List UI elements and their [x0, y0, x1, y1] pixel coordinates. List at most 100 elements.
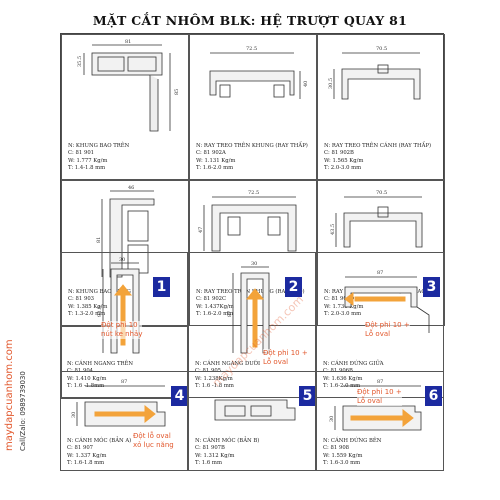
profile-thickness: T: 1.4-1.8 mm	[68, 165, 106, 172]
dimension-label: 72.5	[246, 46, 257, 52]
profile-name: N: CÁNH NGANG DƯỚI	[195, 360, 261, 367]
profile-info: N: RAY TREO TRÊN CÁNH (RAY THẤP) C: 81 9…	[324, 143, 431, 173]
profile-name: N: CÁNH MÓC (BẢN A)	[67, 437, 132, 444]
profile-code: C: 81 907B	[195, 445, 225, 452]
profile-name: N: RAY TREO TRÊN KHUNG (RAY CAO)	[196, 288, 305, 295]
profile-info: N: CÁNH MÓC (BẢN B) C: 81 907B W: 1.312 …	[195, 438, 259, 468]
dimension-label: 70.5	[376, 190, 387, 196]
dimension-label: 30.5	[328, 78, 334, 89]
profile-weight: W: 1.385 Kg/m	[68, 303, 108, 310]
profile-code: C: 81 901	[68, 150, 95, 157]
dimension-label: 35.5	[77, 56, 83, 67]
profile-thickness: T: 1.6 -1.8 mm	[195, 383, 234, 390]
profile-cell-canh-moc-b: 5 N: CÁNH MÓC (BẢN B) C: 81 907B W: 1.31…	[188, 371, 316, 471]
dimension-label: 93.5	[97, 306, 103, 317]
note-4: Đột lỗ oval xỏ lục năng	[133, 432, 174, 450]
profile-thickness: T: 1.3-2.0 mm	[68, 311, 106, 318]
profile-info: N: CÁNH MÓC (BẢN A) C: 81 907 W: 1.337 K…	[67, 438, 131, 468]
dimension-label: 87	[227, 311, 233, 317]
profile-code: C: 81 907	[67, 445, 94, 452]
profile-drawing-canh-dung-ben: 87 30	[329, 379, 422, 431]
profile-cell-canh-moc-a: 87 30 4 Đột lỗ oval xỏ lục năng N: CÁNH …	[60, 371, 188, 471]
side-contact-text: Call/Zalo: 0989739030	[19, 371, 27, 451]
profile-cell-canh-ngang-tren: 30 93.5 1 Đột phi 10 nút ke nhảy N: CÁNH…	[60, 252, 188, 398]
profile-weight: W: 1.437Kg/m	[196, 303, 234, 310]
profile-drawing-ray-treo-tren-khung-thap: 72.5 40	[209, 46, 309, 99]
badge-1: 1	[153, 277, 170, 297]
dimension-label: 43.5	[330, 224, 336, 235]
profile-name: N: CÁNH MÓC (BẢN B)	[195, 437, 260, 444]
profile-drawing-canh-moc-a: 87 30	[71, 379, 166, 427]
dimension-label: 81	[96, 237, 102, 243]
profile-weight: W: 1.636 Kg/m	[323, 375, 363, 382]
profile-code: C: 81 903	[68, 296, 95, 303]
dimension-label: 40	[303, 81, 309, 87]
note-2: Đột phi 10 + Lỗ oval	[263, 349, 308, 367]
profile-weight: W: 1.337 Kg/m	[67, 452, 107, 459]
profile-name: N: KHUNG BAO TRÊN	[68, 142, 130, 149]
side-site-text: maydapcuanhom.com	[4, 339, 15, 451]
profile-code: C: 81 902A	[196, 150, 226, 157]
badge-6: 6	[425, 386, 442, 406]
dimension-label: 46	[128, 185, 134, 191]
profile-code: C: 81 902D	[324, 296, 355, 303]
note-1: Đột phi 10 nút ke nhảy	[101, 321, 143, 339]
dimension-label: 87	[121, 379, 127, 385]
profile-thickness: T: 1.6-2.0 mm	[196, 165, 234, 172]
profile-code: C: 81 902B	[324, 150, 354, 157]
dimension-label: 30	[71, 412, 77, 418]
badge-2: 2	[285, 277, 302, 297]
dimension-label: 70.5	[376, 46, 387, 52]
side-watermark: maydapcuanhom.com Call/Zalo: 0989739030	[4, 339, 44, 455]
profile-thickness: T: 2.0-3.0 mm	[324, 311, 362, 318]
profile-weight: W: 1.238Kg/m	[195, 375, 233, 382]
badge-5: 5	[299, 386, 315, 406]
profile-name: N: CÁNH ĐỨNG BÊN	[323, 437, 382, 444]
profile-drawing-ray-treo-tren-canh-cao: 70.5 43.5	[330, 190, 423, 248]
profile-name: N: RAY TREO TRÊN CÁNH (RAY THẤP)	[324, 142, 432, 149]
profile-code: C: 81 902C	[196, 296, 227, 303]
dimension-label: 47	[198, 227, 204, 233]
profile-drawing-canh-dung-giua: 87	[344, 270, 430, 333]
profile-info: N: CÁNH ĐỨNG BÊN C: 81 908 W: 1.559 Kg/m…	[323, 438, 381, 468]
note-3: Đột phi 10 + Lỗ oval	[365, 321, 410, 339]
profile-cell-3: 70.5 30.5 N: RAY TREO TRÊN CÁNH (RAY THẤ…	[317, 34, 445, 180]
profile-thickness: T: 1.6-2.0 mm	[196, 311, 234, 318]
profile-weight: W: 1.410 Kg/m	[67, 375, 107, 382]
profile-weight: W: 1.565 Kg/m	[324, 157, 364, 164]
profile-code: C: 81 908	[323, 445, 350, 452]
profile-drawing-canh-ngang-tren: 30 93.5	[97, 257, 140, 354]
dimension-label: 85	[174, 89, 180, 95]
profile-thickness: T: 1.6-2.0 mm	[323, 383, 361, 390]
profile-thickness: T: 1.6 mm	[195, 460, 222, 467]
profile-thickness: T: 1.6-1.8 mm	[67, 460, 105, 467]
profile-drawing-canh-ngang-duoi: 30 87	[227, 261, 270, 354]
profile-weight: W: 1.777 Kg/m	[68, 157, 108, 164]
profile-thickness: T: 1.6-3.0 mm	[323, 460, 361, 467]
dimension-label: 72.5	[248, 190, 259, 196]
profile-info: N: RAY TREO TRÊN KHUNG (RAY CAO) C: 81 9…	[196, 289, 305, 319]
profile-weight: W: 1.559 Kg/m	[323, 452, 363, 459]
dimension-label: 30	[119, 257, 125, 263]
profile-info: N: KHUNG BAO ĐỨNG C: 81 903 W: 1.385 Kg/…	[68, 289, 131, 319]
profile-cell-2: 72.5 40 N: RAY TREO TRÊN KHUNG (RAY THẤP…	[189, 34, 317, 180]
dimension-label: 81	[125, 39, 131, 45]
profile-name: N: KHUNG BAO ĐỨNG	[68, 288, 131, 295]
profile-drawing-ray-treo-tren-khung-cao: 72.5 47	[198, 190, 297, 252]
profile-cell-canh-dung-giua: 87 3 Đột phi 10 + Lỗ oval N: CÁNH ĐỨNG G…	[316, 252, 444, 398]
badge-3: 3	[423, 277, 440, 297]
profile-name: N: CÁNH NGANG TRÊN	[67, 360, 133, 367]
profile-thickness: T: 2.0-3.0 mm	[324, 165, 362, 172]
profile-weight: W: 1.131 Kg/m	[196, 157, 236, 164]
profile-info: N: RAY TREO TRÊN KHUNG (RAY THẤP) C: 81 …	[196, 143, 308, 173]
profile-info: N: KHUNG BAO TRÊN C: 81 901 W: 1.777 Kg/…	[68, 143, 129, 173]
profile-drawing-khung-bao-tren: 81 35.5 85	[77, 39, 180, 132]
dimension-label: 30	[329, 416, 335, 422]
profile-name: N: CÁNH ĐỨNG GIỮA	[323, 360, 384, 367]
profile-cell-1: 81 35.5 85 N: KHUNG BAO TRÊN C: 81 901 W…	[61, 34, 189, 180]
profile-cell-canh-dung-ben: 87 30 6 Đột phi 10 + Lỗ oval N: CÁNH ĐỨN…	[316, 371, 444, 471]
profile-weight: W: 1.312 Kg/m	[195, 452, 235, 459]
profile-drawing-canh-moc-b	[214, 399, 296, 421]
dimension-label: 87	[377, 270, 383, 276]
page-title: MẶT CẮT NHÔM BLK: HỆ TRƯỢT QUAY 81	[92, 13, 408, 28]
